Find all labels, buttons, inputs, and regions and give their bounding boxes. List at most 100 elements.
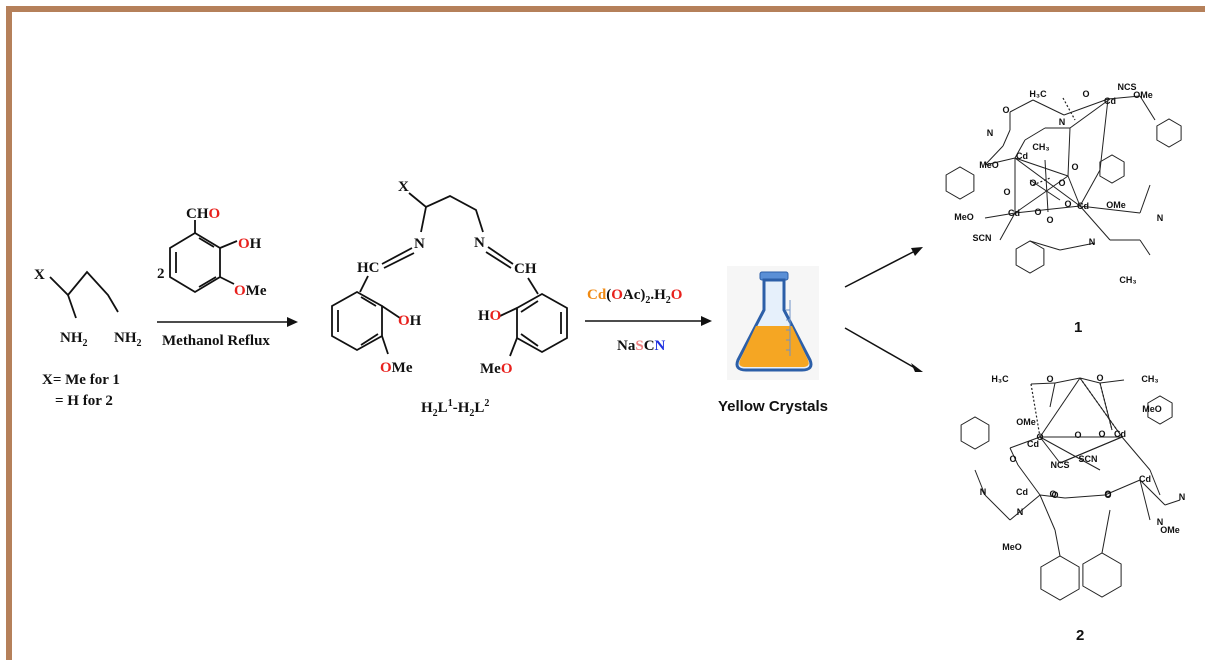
complex1-ring [945, 166, 975, 200]
ligand-n-right: N [474, 235, 485, 251]
flask-icon: Yellow Crystals [718, 266, 828, 415]
step2-reagent: Cd(OAc)2.H2O [587, 287, 682, 306]
complex2-atom-label: N [1179, 492, 1186, 502]
complex2-bond [1101, 509, 1111, 554]
complex1-bond [1009, 99, 1034, 113]
complex1-atom-label: O [1071, 162, 1078, 172]
ligand-ch: CH [514, 261, 537, 277]
amine-x-label: X [34, 267, 45, 283]
complex1-atom-label: OMe [1106, 200, 1126, 210]
step2-salt: NaSCN [617, 338, 666, 354]
complex1-atom-label: O [1058, 178, 1065, 188]
complex2-atom-label: SCN [1078, 454, 1097, 464]
complex1-atom-label: O [1029, 178, 1036, 188]
step2-arrow: Cd(OAc)2.H2O NaSCN [585, 287, 712, 354]
complex2-atom-label: Cd [1139, 474, 1151, 484]
complex1-atom-label: N [1059, 117, 1066, 127]
amine-legend-line2: = H for 2 [55, 393, 113, 409]
complex2-bond [1104, 479, 1141, 496]
complex2-atom-label: OMe [1160, 525, 1180, 535]
ligand-oh-right: HO [478, 308, 501, 324]
complex2-atom-label: OMe [1016, 417, 1036, 427]
complex2-ring [1040, 555, 1080, 601]
complex2-dashed-bond [1099, 382, 1113, 431]
diamine-structure: X NH2 NH2 X= Me for 1 = H for 2 [34, 267, 142, 409]
ligand-name: H2L1-H2L2 [421, 398, 489, 419]
complex2-ring [960, 416, 990, 450]
complex2-label: 2 [1076, 627, 1084, 644]
aldehyde-ome: OMe [234, 283, 267, 299]
complex2-bond [1039, 494, 1056, 531]
frame-border [6, 6, 1205, 660]
complex1-bond [1139, 95, 1156, 121]
complex2-bond [1039, 377, 1081, 438]
complex1-bond [1079, 205, 1111, 241]
complex2-atom-label: O [1104, 489, 1111, 499]
complex2-atom-label: O [1049, 489, 1056, 499]
complex2-bond [1059, 436, 1123, 464]
complex2-bond [1121, 436, 1151, 471]
amine-left-label: NH2 [60, 330, 88, 349]
complex2-bond [1030, 382, 1056, 385]
complex1-ring [1156, 118, 1182, 148]
complex2-atom-label: Cd [1114, 429, 1126, 439]
complex2-ring [1147, 395, 1173, 425]
complex1-bond [984, 212, 1016, 219]
complex1-atom-label: Cd [1104, 96, 1116, 106]
complex1-bond [984, 157, 1016, 166]
complex1-atom-label: O [1064, 199, 1071, 209]
complex2-atom-label: N [980, 487, 987, 497]
complex2-atom-label: O [1051, 490, 1058, 500]
complex2-atom-label: O [1104, 490, 1111, 500]
complex1-atom-label: MeO [954, 212, 974, 222]
complex2-atom-label: H₃C [991, 374, 1009, 384]
complex1-ring [1015, 240, 1045, 274]
complex2-bond [1139, 479, 1166, 506]
complex1-bond [999, 212, 1016, 241]
complex2-bond [1049, 382, 1056, 408]
complex1-bond [1079, 169, 1101, 207]
complex1-atom-label: CH₃ [1032, 142, 1049, 152]
complex2-atom-label: MeO [1002, 542, 1022, 552]
complex2-bond [1009, 447, 1019, 466]
complex1-atom-label: O [1003, 187, 1010, 197]
complex1-bond [1014, 157, 1081, 207]
complex1-bond [1139, 239, 1151, 256]
complex2-bond [1054, 377, 1081, 384]
step1-condition: Methanol Reflux [162, 333, 270, 349]
complex2-bond [984, 494, 1011, 521]
complex2-bond [1039, 436, 1061, 464]
complex2-dashed-bond [1079, 377, 1123, 438]
ligand-ome-right: MeO [480, 361, 513, 377]
complex1-bond [984, 145, 1004, 166]
amine-legend-line1: X= Me for 1 [42, 372, 120, 388]
complex1-atom-label: NCS [1117, 82, 1136, 92]
complex1-bond [1099, 98, 1109, 171]
aldehyde-structure: 2 CHO OH OMe [157, 206, 267, 299]
complex2-bond [1064, 494, 1106, 499]
complex1-bond [1067, 127, 1071, 177]
complex1-atom-label: SCN [972, 233, 991, 243]
complex1-bond [1014, 157, 1069, 177]
complex1-bond [1044, 159, 1049, 213]
aldehyde-equiv: 2 [157, 266, 165, 282]
aldehyde-cho: CHO [186, 206, 220, 222]
ligand-structure: X N N HC CH OH OMe HO MeO H2L1-H2L2 [331, 179, 568, 419]
complex1-bond [1139, 184, 1151, 214]
complex1-bond [1002, 129, 1011, 147]
complex2-bond [1039, 436, 1101, 471]
complex2-ring [1082, 552, 1122, 598]
complex1-bond [1024, 127, 1046, 141]
complex2-bond [1009, 436, 1041, 449]
complex2-atom-label: N [1157, 517, 1164, 527]
ligand-x-label: X [398, 179, 409, 195]
complex2-atom-label: O [1098, 429, 1105, 439]
complex1-atom-label: MeO [979, 160, 999, 170]
complex1-atom-label: OMe [1133, 90, 1153, 100]
complex1-atom-label: O [1002, 105, 1009, 115]
complex1-atom-label: N [1157, 213, 1164, 223]
ligand-hc: HC [357, 260, 380, 276]
complex1-bond [1029, 240, 1061, 251]
complex1-atom-label: CH₃ [1119, 275, 1136, 285]
